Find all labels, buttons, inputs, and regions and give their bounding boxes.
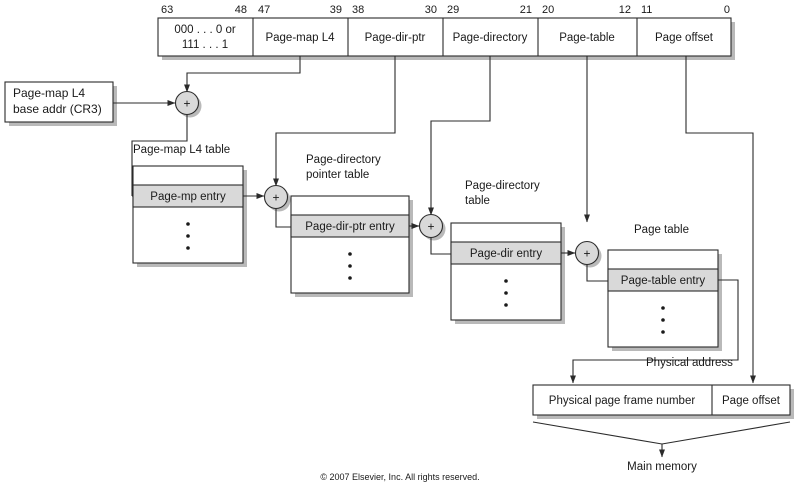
table-2-caption-line1: Page-directory bbox=[306, 154, 381, 166]
va-field-sign-ext-line1: 000 . . . 0 or bbox=[174, 24, 236, 36]
table-page-directory-pointer: Page-directory pointer table Page-dir-pt… bbox=[290, 154, 413, 297]
adder-3-plus-icon: + bbox=[427, 220, 434, 234]
table-3-dot-1 bbox=[504, 279, 508, 283]
main-memory-label: Main memory bbox=[627, 461, 697, 473]
bit-label-63: 63 bbox=[161, 4, 173, 16]
va-field-page-directory: Page-directory bbox=[453, 32, 528, 44]
bit-label-11: 11 bbox=[641, 4, 652, 16]
table-1-dot-3 bbox=[186, 246, 190, 250]
cr3-label-line1: Page-map L4 bbox=[13, 86, 85, 100]
bit-label-39: 39 bbox=[330, 4, 342, 16]
table-4-dot-1 bbox=[661, 306, 665, 310]
table-3-caption-line1: Page-directory bbox=[465, 180, 540, 192]
memory-funnel bbox=[532, 421, 791, 458]
connector-adder1-down bbox=[131, 114, 188, 196]
table-page-directory: Page-directory table Page-dir entry bbox=[450, 180, 565, 324]
pa-outline bbox=[532, 384, 791, 416]
va-field-page-dir-ptr: Page-dir-ptr bbox=[365, 32, 426, 44]
va-field-page-map-l4: Page-map L4 bbox=[265, 32, 335, 44]
va-field-page-table: Page-table bbox=[559, 32, 615, 44]
va-outline bbox=[157, 17, 732, 57]
table-4-caption: Page table bbox=[634, 224, 689, 236]
table-2-dot-3 bbox=[348, 276, 352, 280]
table-4-dot-3 bbox=[661, 330, 665, 334]
table-1-caption: Page-map L4 table bbox=[133, 144, 230, 156]
cr3-outline bbox=[4, 81, 114, 123]
virtual-address-bar: 000 . . . 0 or 111 . . . 1 Page-map L4 P… bbox=[157, 17, 735, 60]
table-3-entry-label: Page-dir entry bbox=[470, 248, 542, 260]
table-3-dot-2 bbox=[504, 291, 508, 295]
adder-4-plus-icon: + bbox=[583, 247, 590, 261]
connector-pagedirptr-to-adder2 bbox=[273, 56, 396, 187]
connector-pagedirectory-to-adder3 bbox=[428, 56, 491, 216]
table-3-caption-line2: table bbox=[465, 195, 490, 207]
adder-1-plus-icon: + bbox=[183, 97, 190, 111]
table-page-map-l4: Page-map L4 table Page-mp entry bbox=[132, 144, 247, 267]
funnel-shape bbox=[532, 421, 791, 445]
adder-3: + bbox=[418, 213, 446, 241]
table-page-table: Page table Page-table entry bbox=[607, 224, 722, 351]
bit-label-12: 12 bbox=[619, 4, 631, 16]
table-4-dot-2 bbox=[661, 318, 665, 322]
pa-field-page-offset: Page offset bbox=[722, 395, 781, 407]
table-1-entry-label: Page-mp entry bbox=[150, 191, 226, 203]
physical-address-label: Physical address bbox=[646, 357, 733, 369]
bit-label-48: 48 bbox=[235, 4, 247, 16]
bit-label-47: 47 bbox=[258, 4, 270, 16]
connector-pagemap-to-adder1 bbox=[184, 56, 301, 93]
bit-label-21: 21 bbox=[520, 4, 532, 16]
table-2-caption-line2: pointer table bbox=[306, 169, 369, 181]
adder-2-plus-icon: + bbox=[272, 191, 279, 205]
bit-label-30: 30 bbox=[425, 4, 437, 16]
table-1-dot-1 bbox=[186, 222, 190, 226]
adder-2: + bbox=[263, 184, 291, 212]
table-3-dot-3 bbox=[504, 303, 508, 307]
bit-label-group: 63 48 47 39 38 30 29 21 20 12 11 0 bbox=[161, 4, 730, 16]
physical-address-box: Physical page frame number Page offset bbox=[532, 384, 794, 419]
cr3-base-register-box: Page-map L4 base addr (CR3) bbox=[4, 81, 117, 126]
cr3-label-line2: base addr (CR3) bbox=[13, 102, 102, 116]
pa-field-frame-number: Physical page frame number bbox=[549, 395, 696, 407]
table-4-entry-label: Page-table entry bbox=[621, 275, 706, 287]
copyright-notice: © 2007 Elsevier, Inc. All rights reserve… bbox=[320, 472, 479, 482]
table-2-dot-2 bbox=[348, 264, 352, 268]
connector-pagetable-entry-to-physaddr bbox=[570, 279, 739, 384]
adder-1: + bbox=[174, 90, 202, 118]
table-2-outline bbox=[290, 195, 410, 294]
connector-pageoffset-to-physaddr bbox=[685, 56, 756, 384]
va-field-sign-ext-line2: 111 . . . 1 bbox=[182, 39, 228, 51]
table-2-entry-label: Page-dir-ptr entry bbox=[305, 221, 395, 233]
va-field-page-offset: Page offset bbox=[655, 32, 714, 44]
table-1-dot-2 bbox=[186, 234, 190, 238]
bit-label-29: 29 bbox=[447, 4, 459, 16]
adder-4: + bbox=[574, 240, 602, 268]
bit-label-20: 20 bbox=[542, 4, 554, 16]
bit-label-38: 38 bbox=[352, 4, 364, 16]
table-2-dot-1 bbox=[348, 252, 352, 256]
bit-label-0: 0 bbox=[724, 4, 730, 16]
